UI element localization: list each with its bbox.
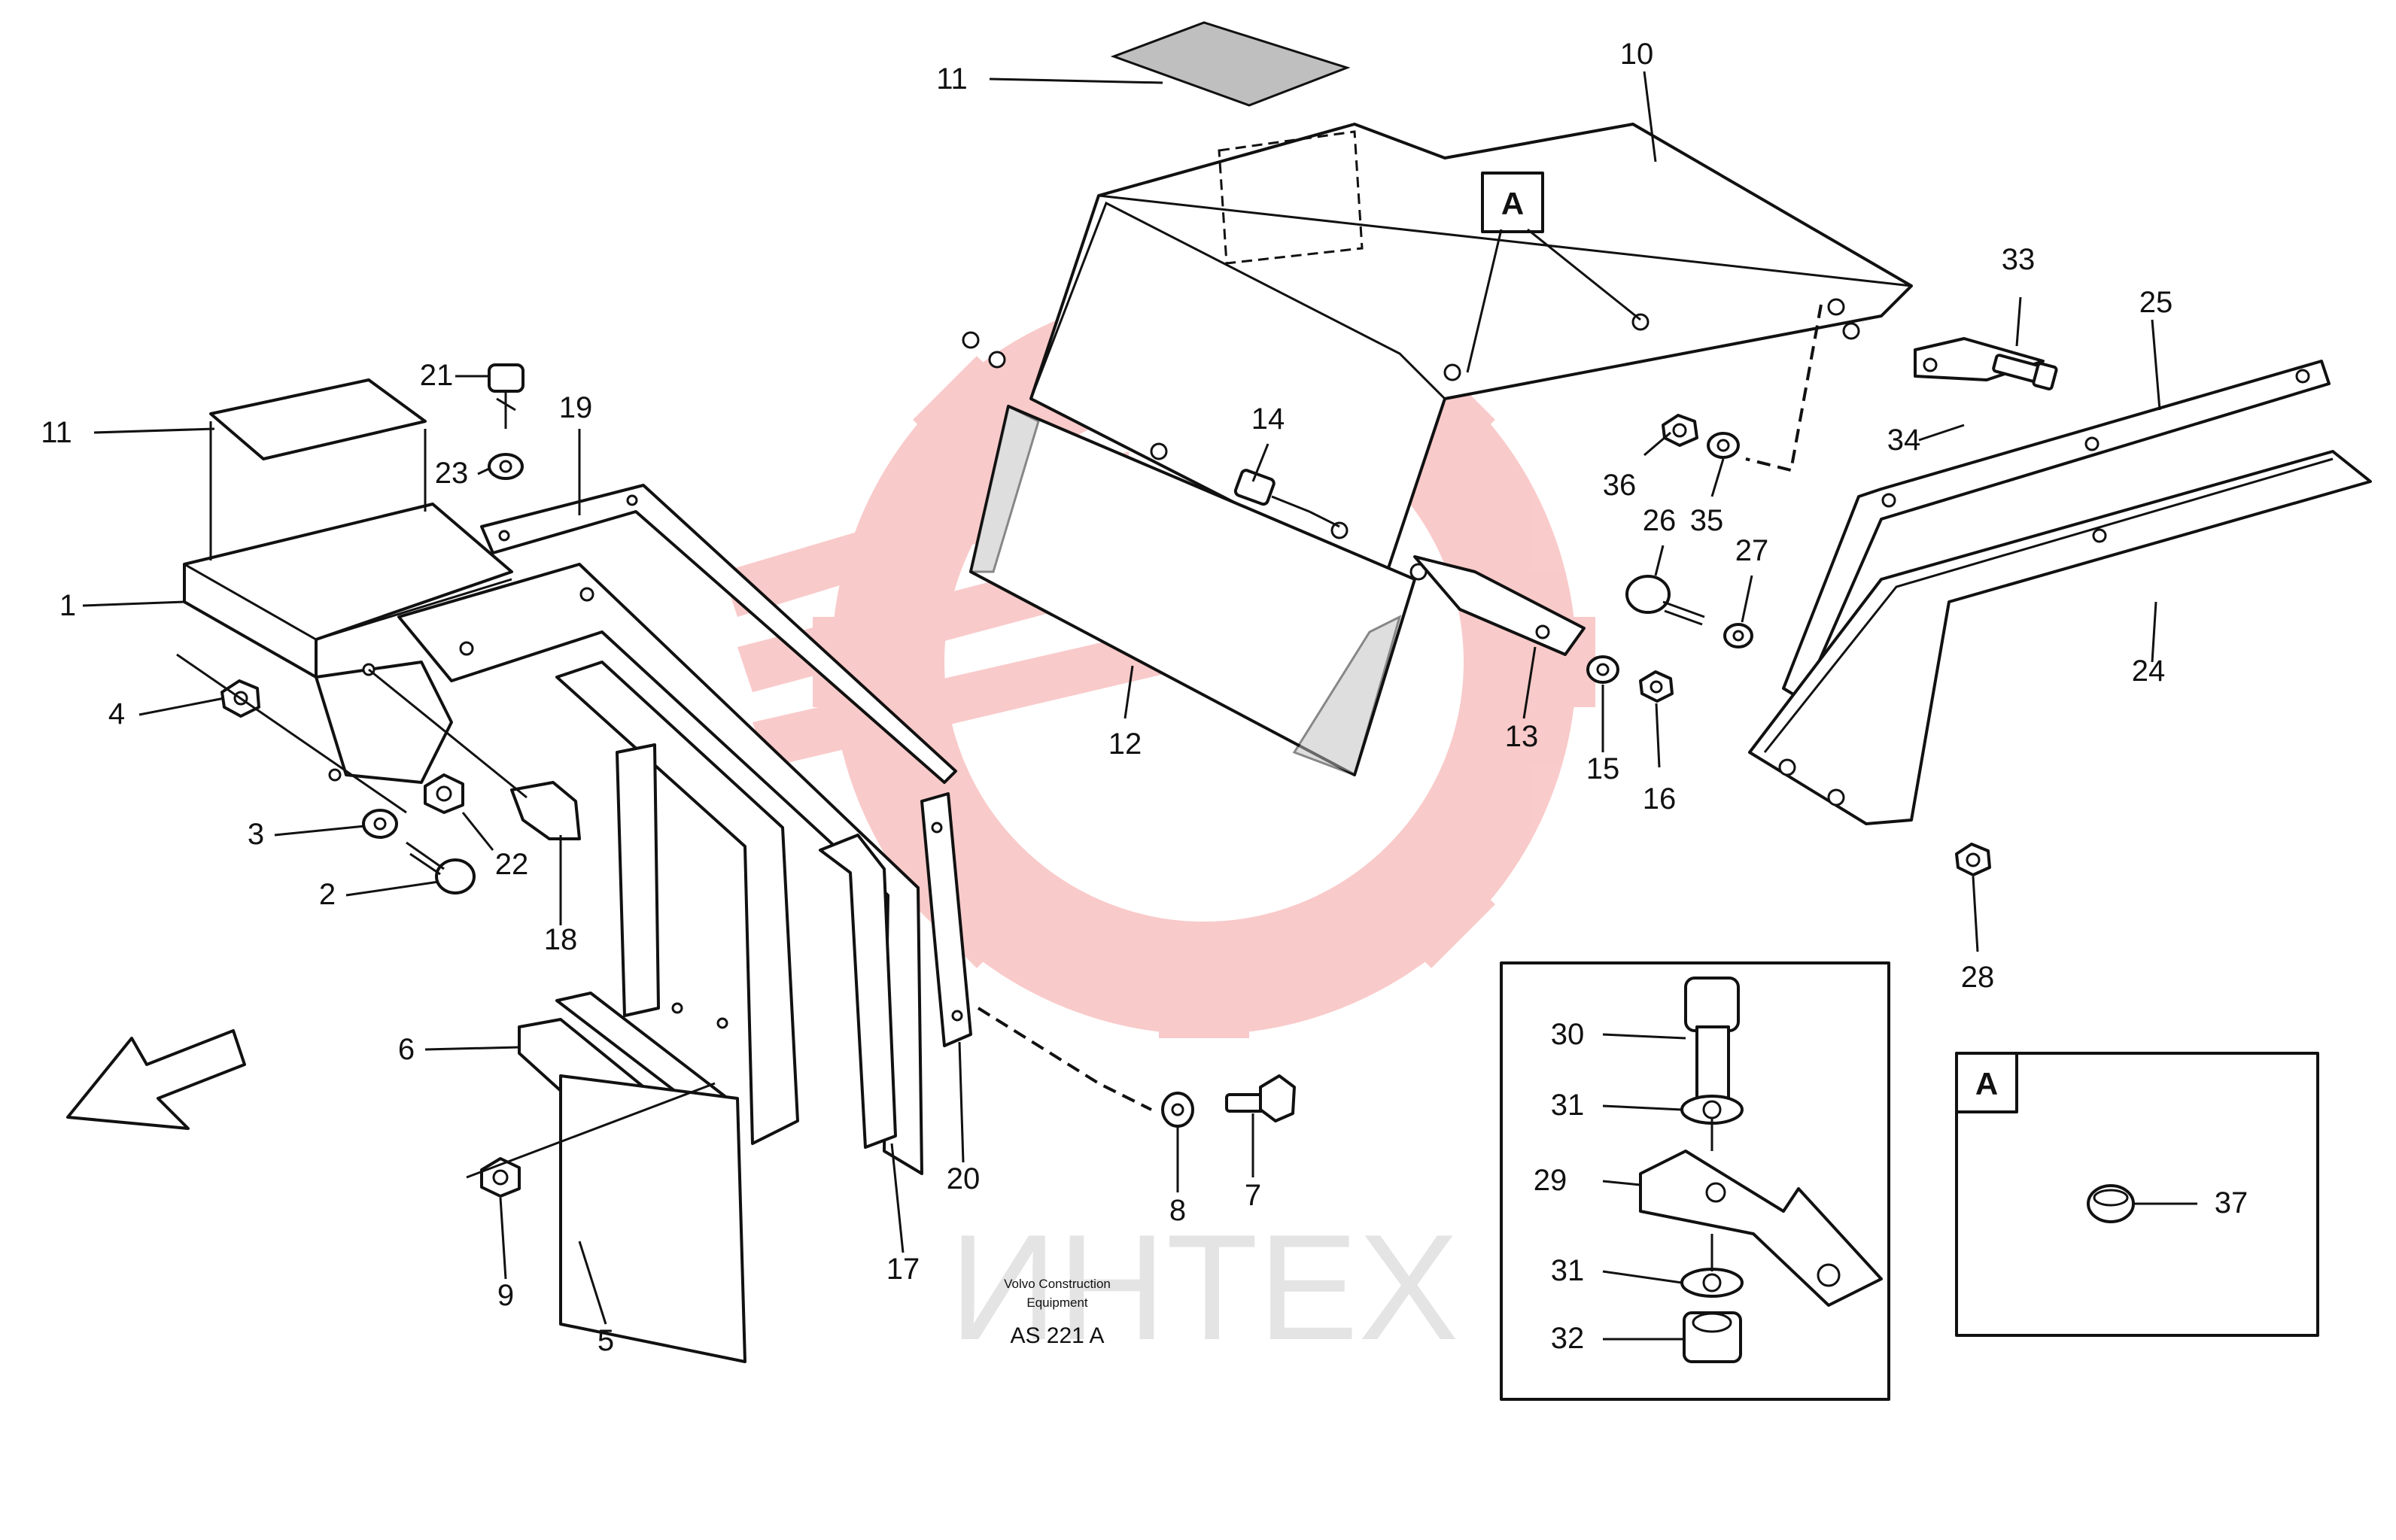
label-11-left: 11 [41, 416, 72, 449]
part-24-frame-bottom [1748, 450, 2372, 825]
direction-arrow [66, 1029, 246, 1130]
label-6: 6 [398, 1033, 415, 1066]
callout-a-label: A [1501, 186, 1524, 221]
credit-line-1: Volvo Construction [1004, 1277, 1111, 1291]
fastener-2-bolt [406, 841, 476, 895]
fastener-detail-box [1500, 961, 1890, 1401]
leader-lines [82, 71, 2197, 1341]
part-11-pad-top [1110, 21, 1351, 107]
label-14: 14 [1251, 402, 1285, 436]
label-21: 21 [420, 359, 454, 392]
part-19-strip [480, 484, 957, 784]
credit-block: Volvo Construction Equipment AS 221 A [1004, 1277, 1111, 1348]
fastener-26-bolt [1625, 575, 1705, 626]
label-28: 28 [1961, 961, 1995, 994]
fastener-7-bolt [1225, 1074, 1296, 1122]
label-9: 9 [497, 1279, 514, 1312]
drawing-code: AS 221 A [1010, 1323, 1104, 1348]
label-31-bottom: 31 [1551, 1254, 1585, 1287]
label-2: 2 [319, 878, 336, 911]
part-20-bar [920, 792, 972, 1047]
part-17-rubber-strip [819, 834, 897, 1149]
label-27: 27 [1735, 534, 1769, 567]
fastener-23-washer [488, 453, 524, 480]
label-22: 22 [495, 848, 529, 881]
part-34-bolt [1992, 354, 2058, 390]
label-23: 23 [435, 457, 469, 490]
label-11-top: 11 [936, 62, 968, 96]
fastener-36-nut [1662, 414, 1698, 447]
part-12-skirt [969, 404, 1416, 776]
label-32: 32 [1551, 1322, 1585, 1355]
fastener-35-washer [1707, 432, 1740, 459]
fastener-21-bolt [488, 363, 525, 429]
label-15: 15 [1586, 752, 1620, 785]
part-18-clip [510, 781, 581, 840]
fastener-15-washer [1586, 655, 1619, 684]
label-29: 29 [1534, 1164, 1567, 1197]
label-37: 37 [2215, 1186, 2249, 1220]
label-8: 8 [1169, 1194, 1186, 1227]
fastener-8-washer [1161, 1092, 1194, 1128]
fastener-27-washer [1723, 623, 1753, 649]
label-12: 12 [1108, 727, 1142, 761]
label-4: 4 [108, 697, 125, 731]
part-11-pad-left [209, 378, 427, 560]
label-1: 1 [59, 589, 76, 622]
label-3: 3 [248, 818, 264, 851]
label-36: 36 [1603, 469, 1637, 502]
label-10: 10 [1620, 38, 1654, 71]
label-24: 24 [2132, 655, 2166, 688]
detail-a-box [1955, 1052, 2319, 1337]
label-30: 30 [1551, 1018, 1585, 1051]
fastener-16-nut [1639, 670, 1674, 703]
label-5: 5 [597, 1324, 614, 1357]
part-mudflap-frame [397, 563, 923, 1175]
callout-a-box [1481, 172, 1544, 233]
label-17: 17 [886, 1253, 920, 1286]
label-26: 26 [1643, 504, 1677, 537]
label-33: 33 [2002, 243, 2036, 276]
fastener-22-nut [424, 773, 464, 814]
part-14-bolt [1233, 469, 1340, 528]
label-19: 19 [559, 391, 593, 424]
credit-line-2: Equipment [1026, 1295, 1088, 1310]
label-31-top: 31 [1551, 1089, 1585, 1122]
detail-a-title: A [1975, 1066, 1998, 1101]
label-34: 34 [1887, 424, 1921, 457]
label-35: 35 [1690, 504, 1724, 537]
label-18: 18 [544, 923, 578, 956]
part-5-mudflap [559, 1074, 746, 1363]
fastener-28-nut [1955, 843, 1991, 876]
part-13-strip [1413, 555, 1586, 656]
label-25: 25 [2139, 286, 2173, 319]
label-20: 20 [947, 1162, 981, 1195]
fastener-3-washer [362, 809, 398, 839]
label-16: 16 [1643, 782, 1677, 816]
part-labels: 11 10 11 1 4 3 2 21 23 19 22 18 6 9 5 17… [41, 38, 2248, 1357]
watermark-text: ИНТЕХ [949, 1204, 1458, 1371]
label-13: 13 [1505, 720, 1539, 753]
label-7: 7 [1245, 1179, 1261, 1212]
